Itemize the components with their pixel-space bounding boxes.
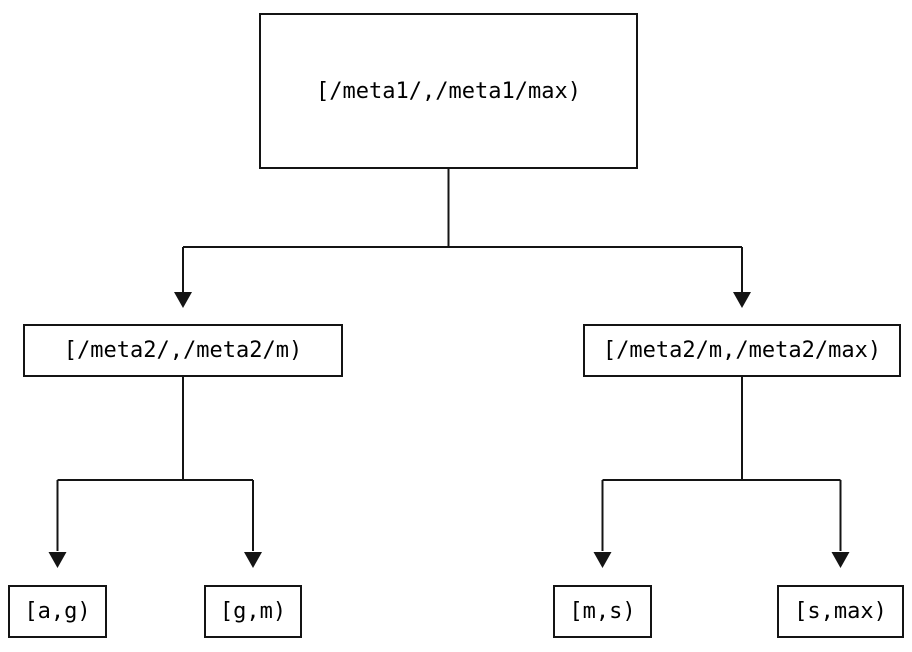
tree-node-leaf-ag-label: [a,g): [24, 599, 91, 624]
tree-node-meta2-left-label: [/meta2/,/meta2/m): [63, 338, 303, 363]
tree-node-leaf-gm-label: [g,m): [219, 599, 287, 624]
tree-node-leaf-smax-label: [s,max): [794, 599, 887, 624]
tree-node-leaf-smax: [s,max): [777, 585, 904, 638]
tree-node-root: [/meta1/,/meta1/max): [259, 13, 638, 169]
arrowhead-icon: [733, 292, 751, 308]
arrowhead-icon: [244, 552, 262, 568]
arrowhead-icon: [48, 552, 67, 568]
tree-node-meta2-right-label: [/meta2/m,/meta2/max): [602, 338, 882, 363]
tree-node-meta2-left: [/meta2/,/meta2/m): [23, 324, 343, 377]
tree-node-leaf-ag: [a,g): [8, 585, 107, 638]
arrowhead-icon: [831, 552, 850, 568]
tree-node-root-label: [/meta1/,/meta1/max): [316, 78, 581, 104]
tree-node-leaf-gm: [g,m): [204, 585, 302, 638]
arrowhead-icon: [593, 552, 612, 568]
tree-node-meta2-right: [/meta2/m,/meta2/max): [583, 324, 901, 377]
tree-node-leaf-ms: [m,s): [553, 585, 652, 638]
tree-node-leaf-ms-label: [m,s): [569, 599, 636, 624]
arrowhead-icon: [174, 292, 192, 308]
